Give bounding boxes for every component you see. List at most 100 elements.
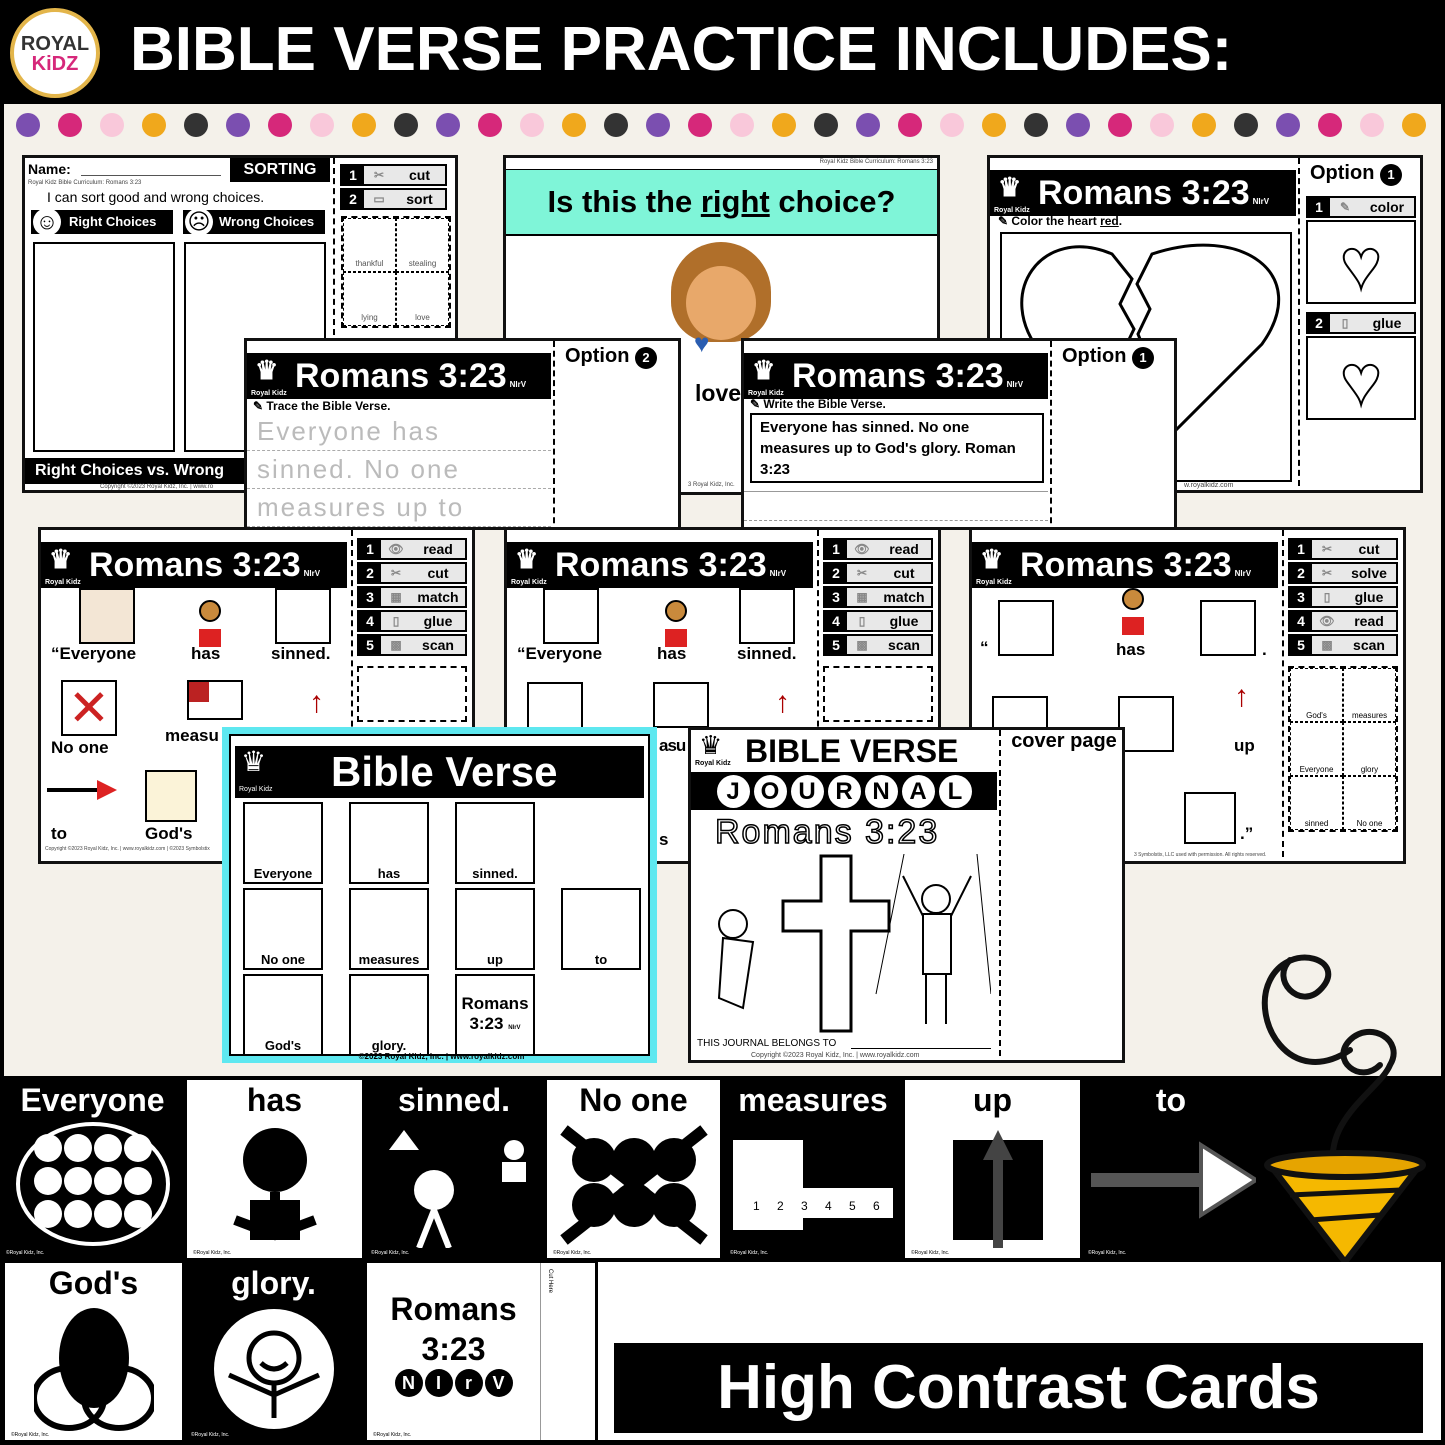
- board-card[interactable]: has: [349, 802, 429, 884]
- cut-here-label: Cut Here: [547, 1269, 553, 1294]
- step-number: 3: [359, 588, 381, 606]
- version-label: NIrV: [769, 569, 787, 578]
- step-label: cut: [1358, 541, 1380, 557]
- brand-label: Royal Kidz: [239, 786, 273, 793]
- cut-icon: ✂: [1321, 542, 1333, 556]
- trace-line[interactable]: measures up to: [247, 489, 551, 527]
- nirv-letter: V: [484, 1369, 513, 1397]
- puzzle-piece[interactable]: Everyone: [1290, 722, 1343, 776]
- board-card[interactable]: No one: [243, 888, 323, 970]
- girl-face: [686, 266, 756, 340]
- picture-thankful[interactable]: thankful: [343, 218, 396, 272]
- board-footer: ©2023 Royal Kidz, Inc. | www.royalkidz.c…: [358, 1052, 525, 1061]
- step-cut: 2✂cut: [823, 562, 933, 584]
- step-label: scan: [1353, 637, 1385, 653]
- step-label: cut: [427, 565, 449, 581]
- blank-match-box[interactable]: [739, 588, 795, 644]
- board-card-label: glory.: [371, 1038, 407, 1053]
- puzzle-piece[interactable]: No one: [1343, 776, 1396, 830]
- blank-match-box[interactable]: [543, 588, 599, 644]
- word-up: up: [1234, 736, 1255, 755]
- step-label: scan: [422, 637, 454, 653]
- card-label: glory.: [231, 1265, 316, 1301]
- verse-title: Romans 3:23: [89, 546, 301, 584]
- board-card-label: Everyone: [253, 866, 313, 881]
- step-match: 3▦match: [357, 586, 467, 608]
- writing-lines[interactable]: [744, 491, 1048, 521]
- right-arrow-icon: [47, 788, 101, 792]
- blank-match-box[interactable]: [1118, 696, 1174, 752]
- website: w.royalkidz.com: [1184, 482, 1234, 489]
- decorative-dot: [940, 113, 964, 137]
- blank-match-box[interactable]: [653, 682, 709, 728]
- hc-card-glory: glory. ©Royal Kidz, Inc.: [185, 1263, 362, 1440]
- sad-face-icon: ☹: [185, 208, 213, 236]
- verse-title: Romans 3:23: [555, 546, 767, 584]
- picture-stealing[interactable]: stealing: [396, 218, 449, 272]
- curriculum-text: Royal Kidz Bible Curriculum: Romans 3:23: [819, 159, 933, 165]
- step-number: 5: [1290, 636, 1312, 654]
- cross-heart-icon: ♥: [1306, 336, 1416, 420]
- board-card[interactable]: to: [561, 888, 641, 970]
- journal-letter: L: [938, 774, 972, 808]
- word-no-one: No one: [51, 738, 109, 757]
- cut-line: [351, 530, 353, 861]
- board-card-label: has: [377, 866, 401, 881]
- person-symbol: [1122, 588, 1144, 635]
- crayon-icon: ✎: [1339, 200, 1351, 214]
- tracing-lines[interactable]: Everyone has sinned. No one measures up …: [247, 413, 551, 527]
- trace-line[interactable]: sinned. No one: [247, 451, 551, 489]
- broken-heart-icon: ♥: [1306, 220, 1416, 304]
- board-card[interactable]: measures: [349, 888, 429, 970]
- cut-pieces: [823, 666, 933, 722]
- picture-love[interactable]: love: [396, 272, 449, 326]
- scan-icon: ▩: [1321, 638, 1333, 652]
- puzzle-piece[interactable]: sinned: [1290, 776, 1343, 830]
- puzzle-piece[interactable]: measures: [1343, 668, 1396, 722]
- decorative-dot: [310, 113, 334, 137]
- pencil-icon: ✎: [750, 397, 764, 411]
- ruler-number: 1: [753, 1199, 760, 1213]
- cut-line: [1298, 158, 1300, 490]
- blank-match-box[interactable]: [1200, 600, 1256, 656]
- glory-icon: [213, 1309, 334, 1429]
- decorative-dot: [16, 113, 40, 137]
- instruction-text: Write the Bible Verse.: [763, 397, 886, 411]
- board-card[interactable]: up: [455, 888, 535, 970]
- version-label: NIrV: [303, 569, 321, 578]
- measures-symbol: [187, 680, 243, 720]
- board-card[interactable]: glory.: [349, 974, 429, 1056]
- cut-line: [1282, 530, 1284, 861]
- step-scan: 5 ▩ scan: [1288, 634, 1398, 656]
- step-read: 4👁read: [1288, 610, 1398, 632]
- decorative-dot: [142, 113, 166, 137]
- word-sinned: sinned.: [737, 644, 797, 663]
- version-label: NIrV: [1234, 569, 1252, 578]
- picture-lying[interactable]: lying: [343, 272, 396, 326]
- up-arrow-icon: ↑: [775, 686, 790, 719]
- board-card[interactable]: Everyone: [243, 802, 323, 884]
- version-label: NIrV: [508, 1025, 521, 1031]
- crown-icon: ♛: [255, 355, 279, 385]
- step-match: 3▦match: [823, 586, 933, 608]
- puzzle-piece[interactable]: glory: [1343, 722, 1396, 776]
- logo-text-bottom: KiDZ: [31, 53, 79, 75]
- card-copyright: ©Royal Kidz, Inc.: [911, 1250, 950, 1256]
- blank-match-box[interactable]: [1184, 792, 1236, 844]
- puzzle-piece[interactable]: God's: [1290, 668, 1343, 722]
- scan-icon: ▩: [390, 638, 402, 652]
- board-card[interactable]: sinned.: [455, 802, 535, 884]
- board-card[interactable]: God's: [243, 974, 323, 1056]
- name-line[interactable]: [851, 1048, 991, 1049]
- trace-line[interactable]: Everyone has: [247, 413, 551, 451]
- blank-match-box[interactable]: [998, 600, 1054, 656]
- sorting-instruction: I can sort good and wrong choices.: [47, 189, 265, 205]
- heart-step-glue: 2▯glue ♥: [1306, 312, 1416, 420]
- card-copyright: ©Royal Kidz, Inc.: [191, 1432, 230, 1438]
